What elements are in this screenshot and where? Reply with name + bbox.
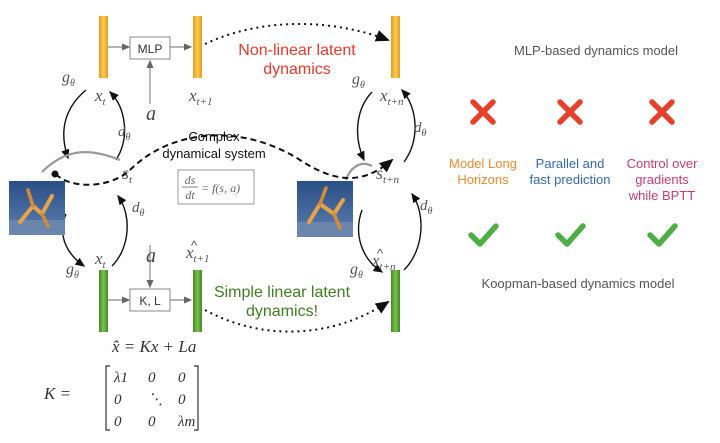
arrow-decode-bottom-right [403,192,422,271]
arrow-decode-bottom-left [111,194,128,267]
k-matrix-cell: λ1 [113,370,128,386]
latent-bar-xt1-bottom [193,270,202,332]
criterion-label: Model Long [449,156,517,171]
ode-denominator: dt [185,188,195,202]
criterion-label: Control over [627,156,698,171]
robot-image-right [297,181,353,237]
arrow-decode-top-left [109,91,126,161]
k-matrix-cell: 0 [148,370,156,386]
cross-icon [470,99,496,125]
k-matrix-cell: 0 [114,414,122,430]
g-theta-bottom-left: gθ [66,261,79,281]
latent-bar-xtn [391,16,400,78]
complex-label-line2: dynamical system [162,146,265,161]
cross-icon [557,99,583,125]
latent-bar-xt [99,16,108,78]
k-matrix-cell: 0 [114,392,122,408]
check-icon [555,223,586,247]
latent-bar-xt1 [193,16,202,78]
koopman-heading: Koopman-based dynamics model [482,276,675,291]
ode-rhs: = f(s, a) [201,181,240,195]
linear-update-equation: x̂ = Kx + La [111,337,196,356]
mlp-box [129,36,171,60]
k-matrix-right-bracket [194,365,199,431]
action-a-bottom: a [146,245,156,267]
kl-label: K, L [139,294,161,308]
state-stn: st+n [376,163,399,186]
nonlinear-title-line2: dynamics [263,61,331,78]
complex-dynamics-curve [55,134,394,186]
mlp-marks-row [470,99,675,125]
robot-image-left [9,181,65,235]
k-matrix-cell: 0 [148,414,156,430]
k-matrix-left-bracket [105,365,110,431]
criterion-label: gradients [635,172,689,187]
state-hook-right [344,162,373,181]
nonlinear-title-line1: Non-linear latent [238,42,356,59]
check-icon [647,223,678,247]
g-theta-top-left: gθ [62,69,75,89]
d-theta-top-left: dθ [118,124,131,143]
d-theta-bottom-left: dθ [132,200,145,219]
mlp-heading: MLP-based dynamics model [514,43,678,58]
g-theta-bottom-right: gθ [350,261,363,281]
label-xt-top: xt [94,86,107,108]
criterion-label: fast prediction [530,172,611,187]
trajectory-start-dot [51,170,59,178]
linear-title-line2: dynamics! [246,303,318,320]
state-hook-left [41,151,121,173]
d-theta-top-right: dθ [414,120,427,139]
label-xhat-t1: xt+1 [185,243,210,265]
k-matrix-lhs: K = [43,384,71,403]
d-theta-bottom-right: dθ [420,198,433,217]
hat-tn: ^ [377,246,384,261]
criterion-label: while BPTT [628,188,696,203]
k-matrix-cell: 0 [178,370,186,386]
criterion-label: Parallel and [536,156,605,171]
k-matrix-cell: ⋱ [148,392,163,408]
criterion-label: Horizons [457,172,509,187]
label-xhat-tn: xt+n [371,251,396,273]
koopman-marks-row [468,223,678,247]
hat-t1: ^ [191,238,198,253]
cross-icon [649,99,675,125]
arrow-encode-bottom-left [61,213,86,267]
latent-bar-xtn-bottom [391,270,400,332]
arrow-decode-top-right [401,88,416,163]
check-icon [468,223,499,247]
k-matrix-cell: 0 [178,392,186,408]
nonlinear-dynamics-arrow [204,23,390,45]
arrow-encode-top-left [61,89,87,160]
label-xtn-top: xt+n [379,86,404,108]
arrow-encode-top-right [356,91,373,162]
ode-numerator: ds [185,173,196,187]
complex-label-line1: Complex [188,129,240,144]
linear-title-line1: Simple linear latent [214,284,351,301]
g-theta-top-right: gθ [352,71,365,91]
k-matrix-cells: λ1 0 0 0 ⋱ 0 0 0 λm [113,370,195,430]
latent-bar-xt-bottom [99,270,108,332]
action-a-top: a [146,103,156,125]
arrow-encode-bottom-right [358,209,384,273]
k-matrix-cell: λm [177,414,195,430]
mlp-label: MLP [138,42,163,56]
label-xt-bottom: xt [94,249,107,271]
label-xt1-top: xt+1 [188,86,213,108]
